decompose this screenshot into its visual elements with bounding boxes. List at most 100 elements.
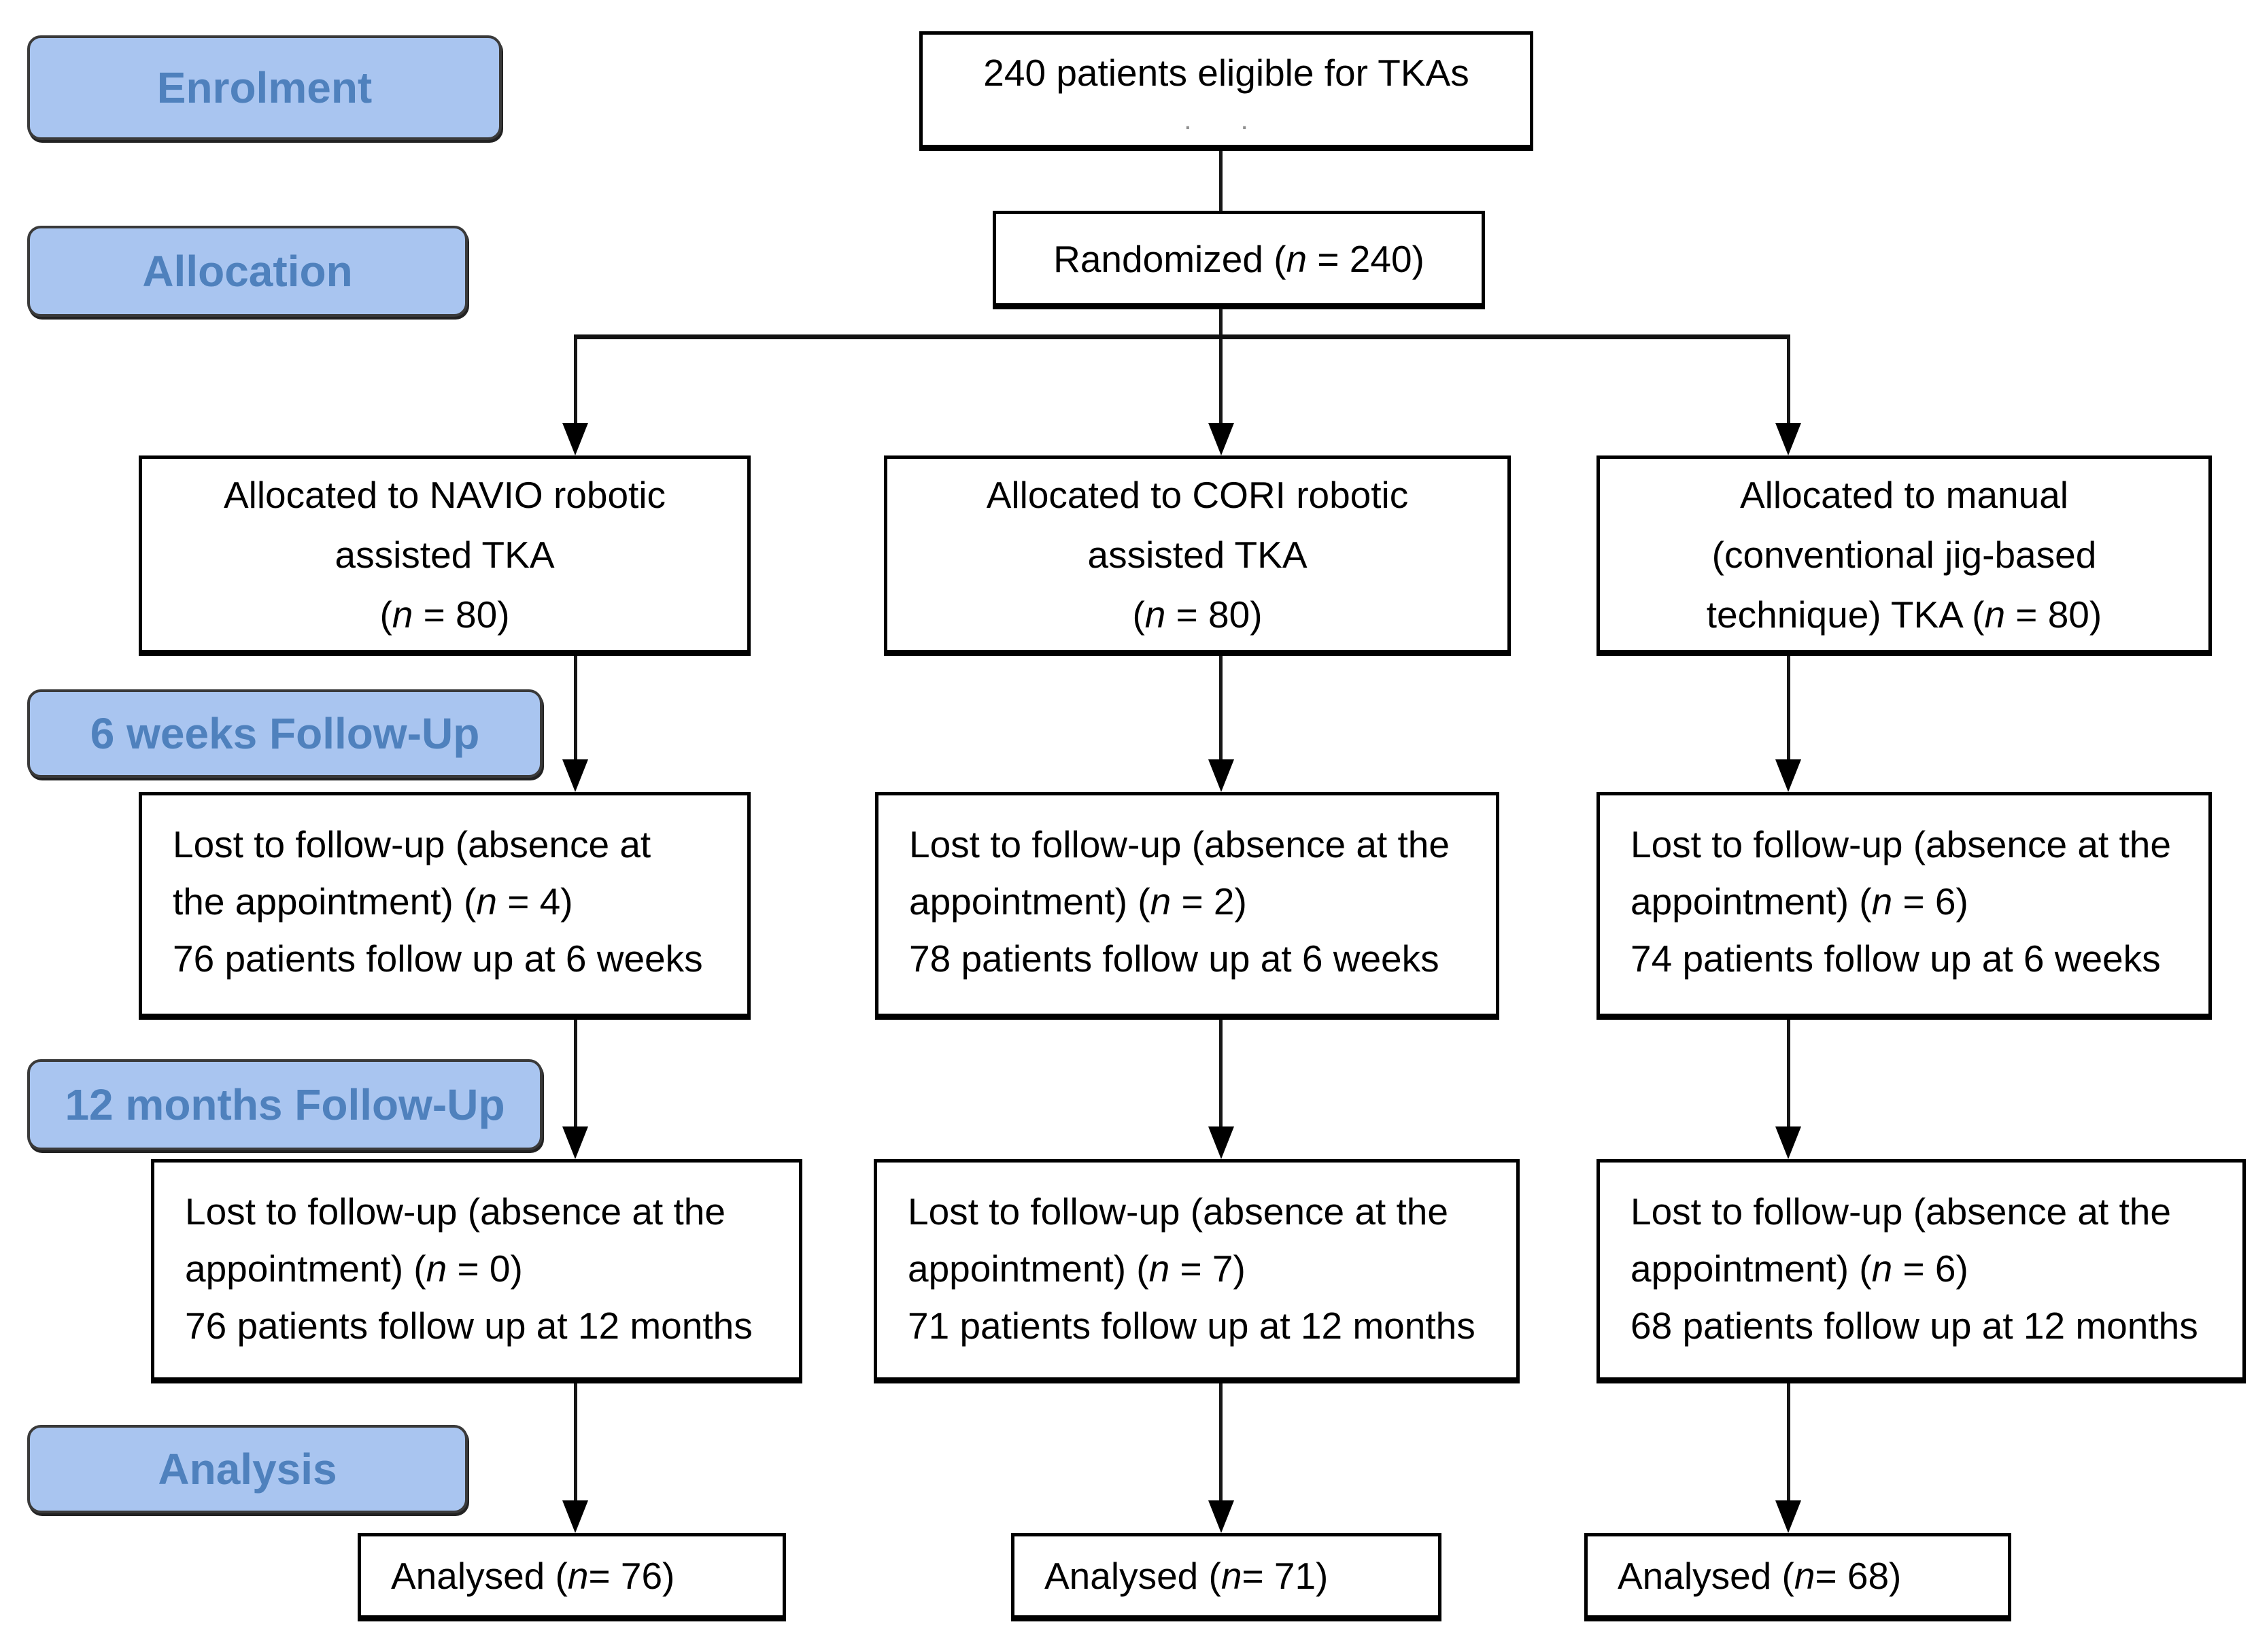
- text-segment: (conventional jig-based: [1711, 533, 2097, 576]
- flow-box-12m-lost-manual: Lost to follow-up (absence at the appoin…: [1596, 1159, 2246, 1383]
- italic-n: n: [567, 1555, 589, 1597]
- box-line: Analysed (n = 71): [1014, 1536, 1438, 1615]
- text-segment: appointment) (: [909, 880, 1150, 923]
- stage-label-enrolment: Enrolment: [27, 35, 502, 140]
- connector-branch-horizontal: [574, 334, 1790, 339]
- text-segment: the appointment) (: [173, 880, 477, 923]
- box-line: 71 patients follow up at 12 months: [908, 1297, 1503, 1354]
- arrowhead-to-12m-cori: [1208, 1126, 1234, 1159]
- text-segment: 78 patients follow up at 6 weeks: [909, 937, 1439, 980]
- flow-box-randomized: Randomized (n = 240): [993, 211, 1485, 309]
- connector-12m-to-analysed-manual: [1787, 1383, 1790, 1501]
- arrowhead-to-6w-cori: [1208, 759, 1234, 792]
- box-line: 78 patients follow up at 6 weeks: [909, 930, 1482, 987]
- arrowhead-to-6w-manual: [1775, 759, 1801, 792]
- flow-box-eligible: 240 patients eligible for TKAs . .: [919, 31, 1533, 151]
- italic-n: n: [1984, 593, 2006, 636]
- box-line: 74 patients follow up at 6 weeks: [1630, 930, 2195, 987]
- connector-6w-to-12m-manual: [1787, 1020, 1790, 1127]
- box-line: the appointment) (n = 4): [173, 873, 734, 930]
- text-segment: Lost to follow-up (absence at the: [909, 823, 1450, 865]
- stage-label-allocation: Allocation: [27, 226, 468, 317]
- text-segment: assisted TKA: [335, 533, 555, 576]
- text-segment: Allocated to manual: [1739, 473, 2069, 516]
- text-segment: appointment) (: [1630, 1247, 1872, 1290]
- stage-label-analysis: Analysis: [27, 1425, 468, 1513]
- box-line: assisted TKA: [1087, 525, 1307, 585]
- text-segment: technique) TKA (: [1706, 593, 1985, 636]
- box-line: appointment) (n = 6): [1630, 1240, 2229, 1297]
- box-line: Allocated to manual: [1740, 465, 2068, 525]
- arrowhead-to-analysed-navio: [562, 1500, 588, 1533]
- arrowhead-to-12m-manual: [1775, 1126, 1801, 1159]
- text-segment: Lost to follow-up (absence at the: [1630, 823, 2171, 865]
- text-segment: = 240): [1307, 237, 1424, 280]
- text-segment: 74 patients follow up at 6 weeks: [1630, 937, 2161, 980]
- arrowhead-to-analysed-cori: [1208, 1500, 1234, 1533]
- box-line: appointment) (n = 6): [1630, 873, 2195, 930]
- connector-branch-to-cori: [1219, 339, 1223, 424]
- text-segment: (: [1132, 593, 1145, 636]
- stage-label-text: Analysis: [158, 1445, 337, 1494]
- text-segment: = 4): [496, 880, 573, 923]
- connector-randomized-to-branch: [1219, 309, 1223, 337]
- flow-box-allocated-cori: Allocated to CORI robotic assisted TKA (…: [884, 455, 1511, 656]
- text-segment: (: [379, 593, 392, 636]
- text-segment: Analysed (: [1044, 1555, 1221, 1597]
- flow-box-6w-lost-manual: Lost to follow-up (absence at the appoin…: [1596, 792, 2212, 1020]
- connector-navio-to-6w: [574, 656, 577, 760]
- text-segment: Allocated to NAVIO robotic: [223, 473, 666, 516]
- connector-branch-to-manual: [1787, 337, 1790, 424]
- connector-manual-to-6w: [1787, 656, 1790, 760]
- connector-6w-to-12m-navio: [574, 1020, 577, 1127]
- text-segment: = 6): [1892, 1247, 1968, 1290]
- flow-box-12m-lost-cori: Lost to follow-up (absence at the appoin…: [874, 1159, 1520, 1383]
- italic-n: n: [1794, 1555, 1815, 1597]
- text-segment: Lost to follow-up (absence at the: [1630, 1190, 2171, 1233]
- text-segment: appointment) (: [185, 1247, 426, 1290]
- italic-n: n: [1150, 880, 1172, 923]
- arrowhead-to-6w-navio: [562, 759, 588, 792]
- text-segment: Lost to follow-up (absence at: [173, 823, 651, 865]
- arrowhead-to-allocated-navio: [562, 423, 588, 455]
- flow-box-12m-lost-navio: Lost to follow-up (absence at the appoin…: [151, 1159, 802, 1383]
- italic-n: n: [426, 1247, 447, 1290]
- box-line: 68 patients follow up at 12 months: [1630, 1297, 2229, 1354]
- box-line: Randomized (n = 240): [1053, 230, 1424, 288]
- box-line: Allocated to CORI robotic: [987, 465, 1409, 525]
- text-segment: = 6): [1892, 880, 1968, 923]
- connector-eligible-to-randomized: [1219, 151, 1223, 211]
- italic-n: n: [476, 880, 497, 923]
- connector-cori-to-6w: [1219, 656, 1223, 760]
- connector-12m-to-analysed-navio: [574, 1383, 577, 1501]
- text-segment: Randomized (: [1053, 237, 1286, 280]
- box-line: Lost to follow-up (absence at the: [908, 1183, 1503, 1240]
- box-line: Analysed (n = 68): [1588, 1536, 2008, 1615]
- italic-n: n: [1871, 1247, 1893, 1290]
- flow-box-6w-lost-cori: Lost to follow-up (absence at the appoin…: [875, 792, 1499, 1020]
- italic-n: n: [1148, 1247, 1170, 1290]
- stage-label-text: Enrolment: [156, 63, 373, 112]
- box-line: 76 patients follow up at 6 weeks: [173, 930, 734, 987]
- text-segment: appointment) (: [908, 1247, 1149, 1290]
- text-segment: = 71): [1242, 1555, 1329, 1597]
- stage-label-text: 12 months Follow-Up: [65, 1080, 505, 1129]
- box-line: Lost to follow-up (absence at the: [185, 1183, 785, 1240]
- flow-box-6w-lost-navio: Lost to follow-up (absence at the appoin…: [139, 792, 751, 1020]
- box-line: Lost to follow-up (absence at the: [909, 816, 1482, 873]
- flow-box-allocated-navio: Allocated to NAVIO robotic assisted TKA …: [139, 455, 751, 656]
- italic-n: n: [1220, 1555, 1242, 1597]
- connector-6w-to-12m-cori: [1219, 1020, 1223, 1127]
- arrowhead-to-12m-navio: [562, 1126, 588, 1159]
- text-segment: = 80): [1165, 593, 1263, 636]
- box-line: (conventional jig-based: [1712, 525, 2097, 585]
- flow-box-analysed-manual: Analysed (n = 68): [1584, 1533, 2011, 1621]
- stage-label-12-months-follow-up: 12 months Follow-Up: [27, 1059, 543, 1150]
- text-segment: Allocated to CORI robotic: [986, 473, 1409, 516]
- flow-box-allocated-manual: Allocated to manual (conventional jig-ba…: [1596, 455, 2212, 656]
- text-segment: 68 patients follow up at 12 months: [1630, 1305, 2198, 1347]
- box-line: assisted TKA: [335, 525, 554, 585]
- text-segment: Lost to follow-up (absence at the: [185, 1190, 725, 1233]
- box-line: Allocated to NAVIO robotic: [224, 465, 666, 525]
